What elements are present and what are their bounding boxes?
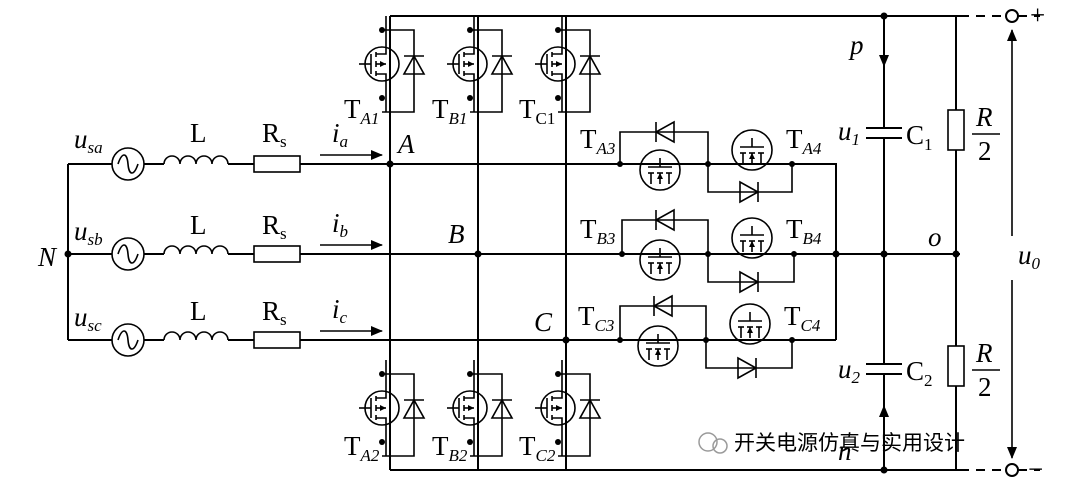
n-label: n bbox=[838, 436, 852, 466]
midpoint-bus bbox=[792, 163, 837, 340]
ic-label: ic bbox=[332, 294, 348, 327]
source-usc bbox=[111, 323, 145, 357]
load-resistor-top bbox=[947, 109, 965, 151]
source-usb bbox=[111, 237, 145, 271]
inductor-c bbox=[163, 331, 229, 341]
tc3-label: TC3 bbox=[578, 301, 614, 335]
node-b-label: B bbox=[448, 219, 465, 249]
rs-c-label: Rs bbox=[262, 296, 287, 329]
watermark: 开关电源仿真与实用设计 bbox=[698, 431, 965, 455]
rs-a-label: Rs bbox=[262, 118, 287, 151]
ta1-label: TA1 bbox=[344, 94, 379, 128]
c2-label: C2 bbox=[906, 356, 933, 390]
switch-tb2 bbox=[446, 359, 513, 457]
tc2-label: TC2 bbox=[519, 431, 556, 465]
resistor-rs-b bbox=[253, 245, 301, 263]
resistor-rs-a bbox=[253, 155, 301, 173]
ta3-label: TA3 bbox=[580, 124, 615, 158]
ia-label: ia bbox=[332, 118, 348, 151]
node-c-label: C bbox=[534, 307, 553, 337]
svg-text:R: R bbox=[975, 338, 993, 368]
tc1-label: TC1 bbox=[519, 94, 555, 128]
ta2-label: TA2 bbox=[344, 431, 380, 465]
watermark-text: 开关电源仿真与实用设计 bbox=[734, 431, 965, 455]
svg-text:R: R bbox=[975, 102, 993, 132]
inductor-a bbox=[163, 155, 229, 165]
switch-tc1 bbox=[534, 15, 601, 113]
resistor-rs-c bbox=[253, 331, 301, 349]
tb3-label: TB3 bbox=[580, 214, 615, 248]
tb1-label: TB1 bbox=[432, 94, 467, 128]
bidirectional-switch-a bbox=[617, 121, 795, 203]
bidirectional-switch-c bbox=[617, 295, 795, 379]
switch-ta2 bbox=[358, 359, 425, 457]
u0-label: u0 bbox=[1018, 240, 1041, 273]
positive-terminal bbox=[1005, 9, 1019, 23]
minus-label: − bbox=[1028, 454, 1043, 484]
inductor-c-label: L bbox=[190, 296, 207, 326]
svg-text:2: 2 bbox=[978, 372, 992, 402]
switch-tc2 bbox=[534, 359, 601, 457]
tb4-label: TB4 bbox=[786, 214, 822, 248]
ib-label: ib bbox=[332, 208, 348, 241]
load-resistor-bottom bbox=[947, 345, 965, 387]
usc-label: usc bbox=[74, 302, 102, 335]
ta4-label: TA4 bbox=[786, 124, 822, 158]
r-half-top-label: R 2 bbox=[972, 102, 1000, 166]
source-usa bbox=[111, 147, 145, 181]
negative-terminal bbox=[1005, 463, 1019, 477]
o-label: o bbox=[928, 222, 942, 252]
c1-label: C1 bbox=[906, 120, 933, 154]
r-half-bottom-label: R 2 bbox=[972, 338, 1000, 402]
plus-label: + bbox=[1030, 0, 1045, 30]
neutral-label: N bbox=[37, 242, 58, 272]
switch-ta1 bbox=[358, 15, 425, 113]
wechat-icon bbox=[698, 432, 718, 452]
inductor-a-label: L bbox=[190, 118, 207, 148]
p-label: p bbox=[848, 30, 864, 60]
bidirectional-switch-b bbox=[619, 209, 797, 293]
inductor-b-label: L bbox=[190, 210, 207, 240]
u2-label: u2 bbox=[838, 354, 861, 387]
svg-text:2: 2 bbox=[978, 136, 992, 166]
tc4-label: TC4 bbox=[784, 301, 821, 335]
node-a-label: A bbox=[396, 129, 415, 159]
usb-label: usb bbox=[74, 216, 103, 249]
u1-label: u1 bbox=[838, 116, 860, 149]
switch-tb1 bbox=[446, 15, 513, 113]
inductor-b bbox=[163, 245, 229, 255]
rs-b-label: Rs bbox=[262, 210, 287, 243]
tb2-label: TB2 bbox=[432, 431, 468, 465]
usa-label: usa bbox=[74, 124, 103, 157]
